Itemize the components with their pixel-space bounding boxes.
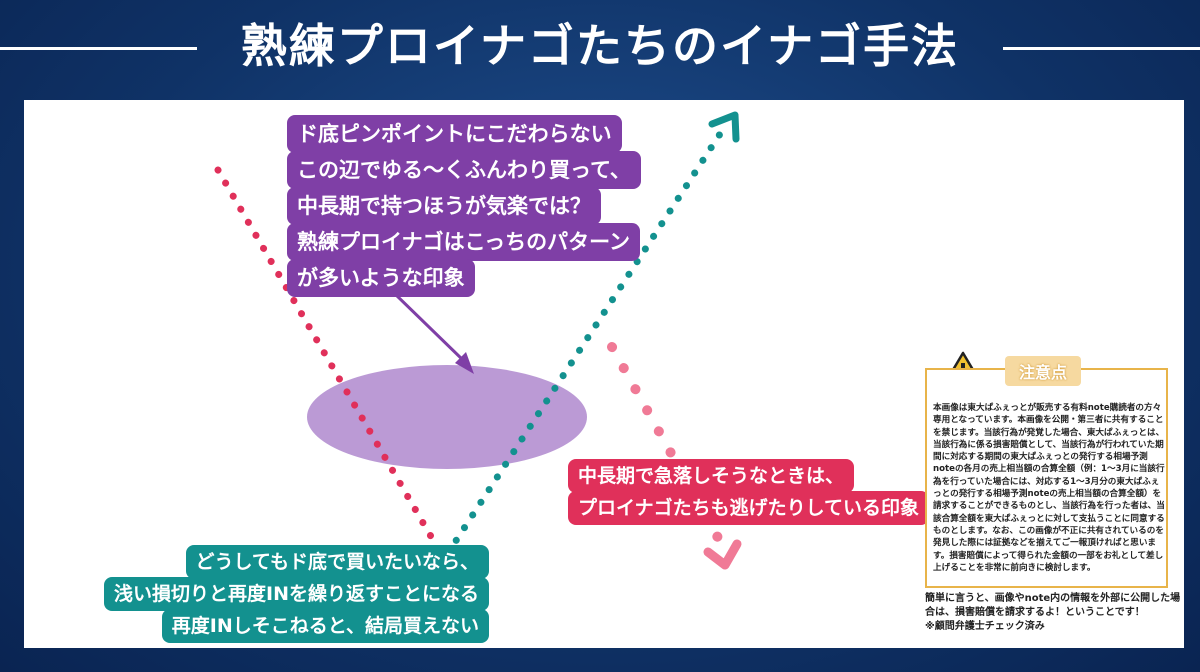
- red-callout-line: 中長期で急落しそうなときは、: [568, 459, 855, 493]
- buy-zone-ellipse: [307, 365, 587, 469]
- purple-pointer-head: [455, 352, 474, 374]
- purple-callout-line: この辺でゆる〜くふんわり買って、: [287, 151, 641, 189]
- purple-callout-line: 中長期で持つほうが気楽では？: [287, 187, 601, 225]
- page-title: 熟練プロイナゴたちのイナゴ手法: [240, 19, 960, 73]
- red-decline-path: [214, 166, 444, 556]
- footnote-line: 簡単に言うと、画像やnote内の情報を外部に公開した場合は、損害賠償を請求するよ…: [925, 593, 1181, 618]
- teal-callout-line: どうしてもド底で買いたいなら、: [185, 545, 489, 579]
- purple-callout: ド底ピンポイントにこだわらない この辺でゆる〜くふんわり買って、 中長期で持つほ…: [287, 115, 641, 297]
- red-callout-line: プロイナゴたちも逃げたりしている印象: [568, 491, 930, 525]
- notice-box: 注意点 本画像は東大ぱふぇっとが販売する有料note購読者の方々専用となっていま…: [925, 356, 1168, 588]
- notice-title: 注意点: [1005, 356, 1082, 386]
- notice-body: 本画像は東大ぱふぇっとが販売する有料note購読者の方々専用となっています。本画…: [933, 403, 1165, 573]
- footnote: 簡単に言うと、画像やnote内の情報を外部に公開した場合は、損害賠償を請求するよ…: [925, 592, 1185, 634]
- red-callout: 中長期で急落しそうなときは、 プロイナゴたちも逃げたりしている印象: [568, 459, 930, 525]
- title-rule-left: [0, 47, 197, 50]
- teal-arrow-head: [708, 111, 740, 143]
- title-rule-right: [1003, 47, 1200, 50]
- teal-callout: どうしてもド底で買いたいなら、 浅い損切りと再度INを繰り返すことになる 再度I…: [104, 545, 489, 643]
- purple-callout-line: ド底ピンポイントにこだわらない: [287, 115, 622, 153]
- footnote-line: ※顧問弁護士チェック済み: [925, 621, 1045, 632]
- purple-callout-line: 熟練プロイナゴはこっちのパターン: [287, 223, 641, 261]
- teal-callout-line: 再度INしそこねると、結局買えない: [161, 609, 489, 643]
- purple-callout-line: が多いような印象: [287, 259, 475, 297]
- pink-arrow-head: [703, 539, 742, 570]
- teal-callout-line: 浅い損切りと再度INを繰り返すことになる: [104, 577, 489, 611]
